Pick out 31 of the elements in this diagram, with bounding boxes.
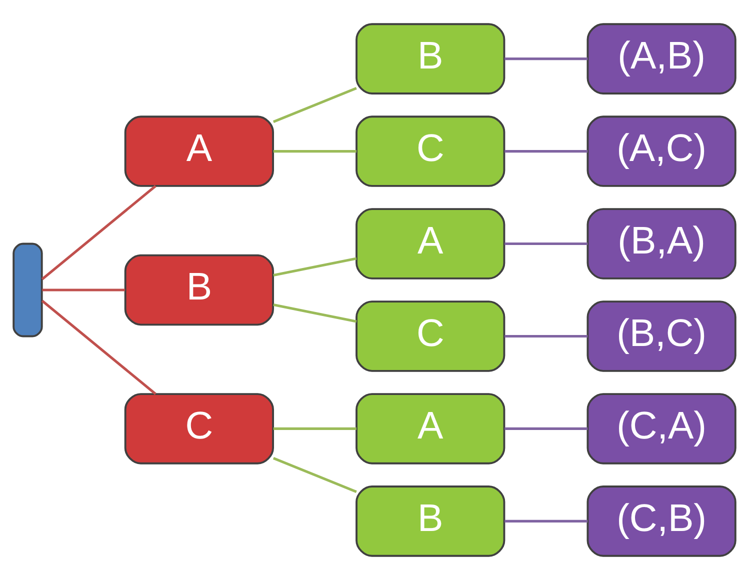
node-box: A: [124, 115, 274, 186]
connector: [41, 299, 156, 394]
connector: [504, 150, 588, 152]
connector: [41, 184, 156, 280]
node-box: [12, 242, 43, 337]
node-box: (A,C): [586, 115, 736, 186]
connector: [273, 303, 357, 322]
node-box: A: [356, 392, 506, 464]
connector: [273, 256, 357, 276]
connector: [504, 519, 588, 522]
node-box: B: [124, 254, 274, 326]
connector: [504, 57, 588, 60]
node-box: (C,B): [586, 485, 736, 556]
connector: [272, 456, 357, 492]
node-box: B: [356, 485, 506, 556]
connector: [273, 426, 356, 430]
node-box: (A,B): [586, 22, 736, 94]
node-box: C: [124, 392, 274, 464]
node-box: B: [356, 22, 506, 94]
node-box: C: [356, 115, 506, 186]
connector: [504, 242, 588, 245]
connector: [504, 334, 588, 338]
node-box: (B,A): [586, 208, 736, 279]
node-box: (C,A): [586, 392, 736, 464]
connector: [504, 426, 588, 430]
connector: [42, 288, 125, 291]
node-box: A: [356, 208, 506, 279]
connector: [273, 150, 356, 152]
node-box: C: [356, 300, 506, 372]
node-box: (B,C): [586, 300, 736, 372]
connector: [272, 86, 357, 122]
